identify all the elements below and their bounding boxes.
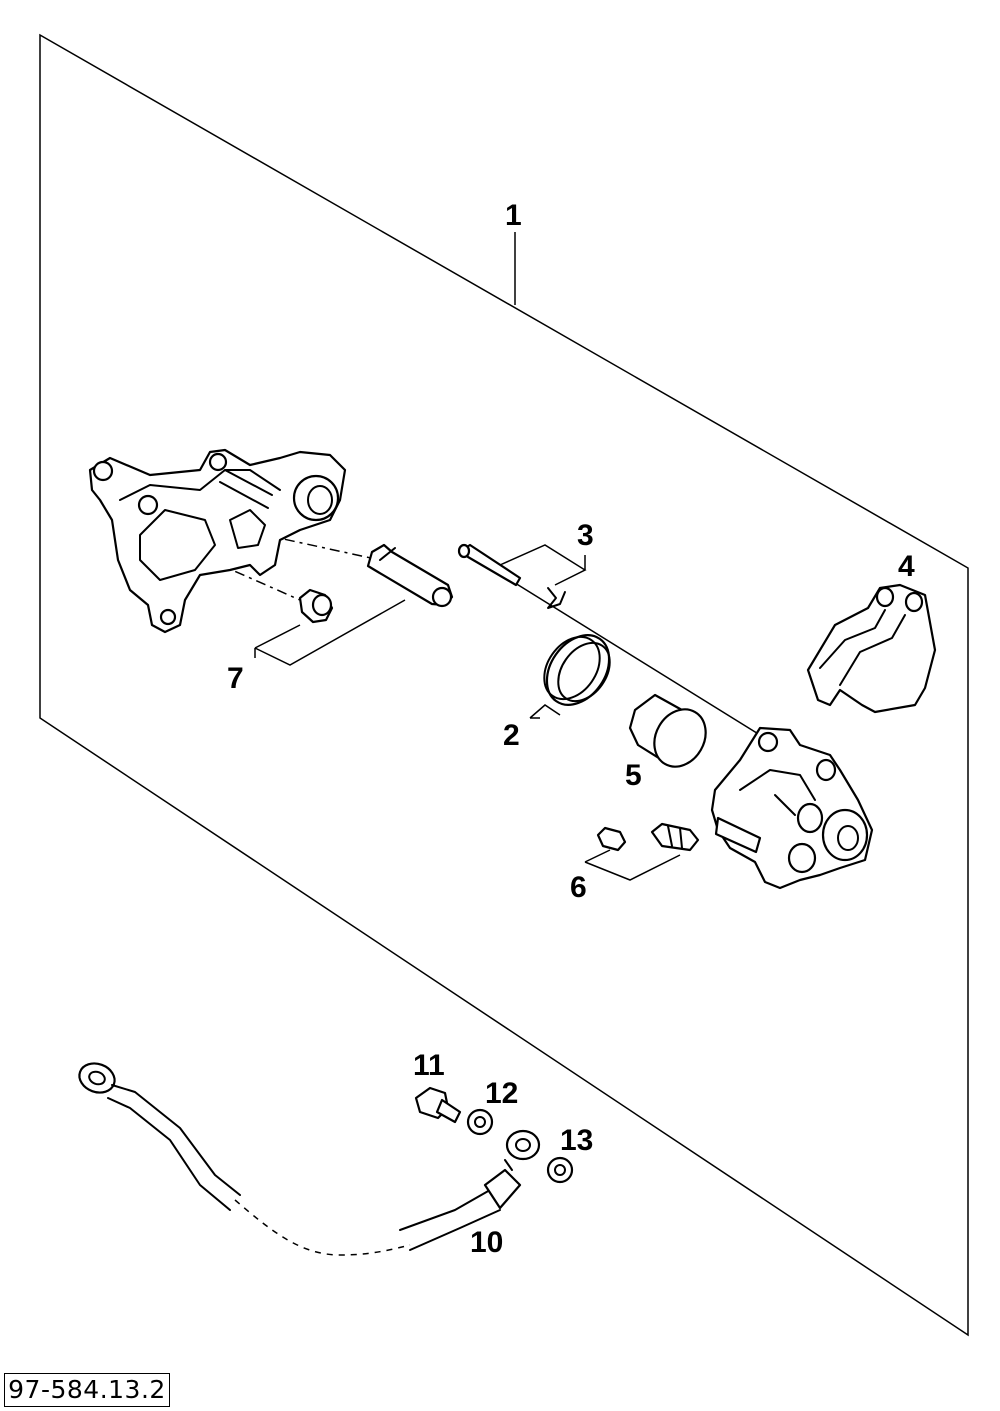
part-6-bleeder-screw-small bbox=[596, 826, 627, 852]
part-7-guide-pin-short bbox=[298, 588, 334, 624]
part-3-pad-pin bbox=[457, 543, 522, 587]
part-11-banjo-bolt bbox=[414, 1086, 462, 1124]
callout-2: 2 bbox=[503, 719, 520, 752]
part-4-brake-pads bbox=[806, 583, 937, 714]
callout-5: 5 bbox=[625, 759, 642, 792]
part-12-washer-hole bbox=[474, 1116, 486, 1128]
part-7-guide-pin-long bbox=[366, 543, 454, 608]
caliper-body bbox=[710, 726, 874, 890]
leader-2 bbox=[529, 704, 561, 719]
part-10-brake-hose bbox=[78, 1062, 541, 1256]
callout-3: 3 bbox=[577, 519, 594, 552]
part-3-retaining-clip bbox=[547, 587, 566, 609]
callout-13: 13 bbox=[560, 1124, 593, 1157]
callout-12: 12 bbox=[485, 1077, 518, 1110]
leader-6 bbox=[584, 849, 681, 881]
reference-number: 97-584.13.2 bbox=[4, 1373, 170, 1407]
callout-1: 1 bbox=[505, 199, 522, 232]
callout-10: 10 bbox=[470, 1226, 503, 1259]
callout-7: 7 bbox=[227, 662, 244, 695]
part-12-washer bbox=[466, 1108, 494, 1136]
leader-3 bbox=[499, 544, 587, 586]
part-13-washer-hole bbox=[554, 1164, 566, 1176]
leader-7 bbox=[254, 599, 406, 666]
callout-4: 4 bbox=[898, 550, 915, 583]
part-5-piston bbox=[628, 693, 707, 768]
callout-11: 11 bbox=[413, 1049, 445, 1082]
part-2-seal-ring bbox=[543, 634, 611, 706]
part-6-bleeder-screw-large bbox=[650, 822, 700, 852]
caliper-bracket bbox=[88, 448, 347, 634]
callout-6: 6 bbox=[570, 871, 587, 904]
part-13-washer bbox=[546, 1156, 574, 1184]
kit-boundary-panel bbox=[39, 33, 969, 1337]
